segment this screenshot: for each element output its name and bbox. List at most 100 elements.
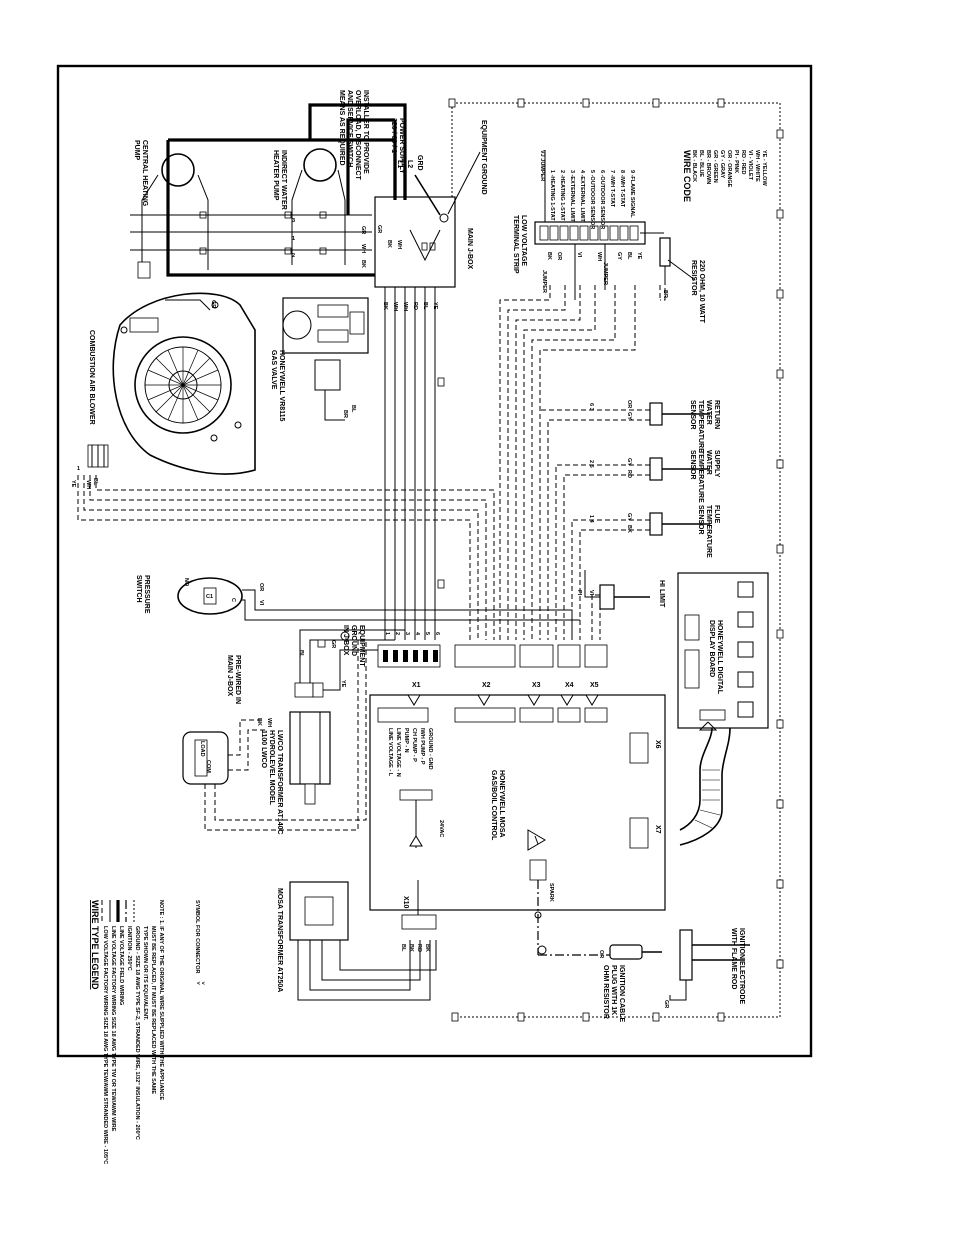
- mosa-control: 1 2 3 4 5 6 X1 X2 X3 X4 X5: [369, 632, 666, 911]
- svg-text:YE - YELLOW: YE - YELLOW: [761, 150, 767, 186]
- svg-text:OR: OR: [598, 950, 604, 958]
- svg-text:1: 1: [292, 236, 295, 242]
- svg-text:CENTRAL HEATING PUMP: CENTRAL HEATING PUMP: [133, 140, 148, 208]
- low-voltage-harness: YE WH BL: [70, 285, 661, 640]
- central-heating-pump: CENTRAL HEATING PUMP: [133, 140, 209, 270]
- svg-text:3: 3: [292, 218, 295, 224]
- lwco-transformer: LWCO TRANSFORMER AT140C HYDROLEVEL MODEL…: [260, 711, 331, 837]
- svg-text:YE: YE: [70, 480, 76, 488]
- svg-text:X3: X3: [532, 682, 541, 689]
- svg-text:BL: BL: [350, 405, 356, 413]
- svg-text:POWER SUPPLY 120 / 60 /: POWER SUPPLY 120 / 60 / 1: [390, 118, 405, 176]
- ground-wiring: [437, 98, 784, 1022]
- flue-temperature-sensor: 1 4 GY BK FLUE TEMPERATURE SENSOR: [588, 505, 720, 558]
- svg-text:IGNITION - 250°C: IGNITION - 250°C: [126, 926, 132, 971]
- gas-valve: HONEYWELL VR8115 GAS VALVE BR BL: [270, 297, 369, 422]
- svg-text:MAIN J-BOX: MAIN J-BOX: [466, 228, 473, 270]
- svg-text:BL: BL: [92, 478, 98, 486]
- svg-text:HONEYWELL MOSA GAS/BOIL: HONEYWELL MOSA GAS/BOIL CONTROL: [490, 770, 505, 841]
- svg-text:PI: PI: [576, 590, 582, 596]
- svg-text:INDIRECT WATER HEATER PU: INDIRECT WATER HEATER PUMP: [272, 150, 287, 212]
- svg-text:WH: WH: [360, 244, 366, 253]
- ignition-electrode: GR IGNITION ELECTRODE WITH FLAME ROD: [663, 928, 750, 1008]
- svg-text:6 -OUTDOOR SENSOR: 6 -OUTDOOR SENSOR: [599, 170, 605, 229]
- svg-text:GY: GY: [616, 252, 622, 260]
- svg-text:BK: BK: [408, 944, 414, 952]
- svg-text:EQUIPMENT GROUND I: EQUIPMENT GROUND IN J-BOX: [342, 625, 365, 669]
- svg-text:BK: BK: [546, 252, 552, 260]
- svg-text:BL: BL: [298, 650, 304, 658]
- svg-text:RD: RD: [412, 302, 418, 310]
- svg-text:NO: NO: [183, 578, 189, 587]
- svg-text:BK: BK: [626, 525, 632, 533]
- svg-text:YE: YE: [340, 680, 346, 688]
- equipment-ground-jbox: EQUIPMENT GROUND IN J-BOX GR: [317, 625, 365, 669]
- svg-text:BK: BK: [424, 944, 430, 952]
- svg-text:GY - GRAY: GY - GRAY: [719, 150, 725, 178]
- svg-text:X4: X4: [565, 682, 574, 689]
- svg-text:GY: GY: [626, 412, 632, 420]
- svg-text:WIRE CODE: WIRE CODE: [682, 150, 692, 202]
- svg-text:C: C: [230, 598, 236, 602]
- svg-text:WH: WH: [392, 302, 398, 311]
- svg-text:YE: YE: [432, 302, 438, 310]
- svg-text:LWCO TRANSFORMER AT140C: LWCO TRANSFORMER AT140C HYDROLEVEL MODEL…: [260, 730, 283, 837]
- svg-text:9 -FLAME SIGNAL: 9 -FLAME SIGNAL: [629, 170, 635, 218]
- svg-text:BK: BK: [386, 240, 392, 248]
- svg-text:X6: X6: [654, 740, 661, 749]
- resistor: 220 OHM, 10 WATT RESISTOR BR: [640, 232, 705, 324]
- svg-text:BR - BROWN: BR - BROWN: [705, 150, 711, 184]
- svg-text:X1: X1: [412, 682, 421, 689]
- svg-text:MOSA TRANSFORMER AT250A: MOSA TRANSFORMER AT250A: [276, 888, 283, 992]
- svg-text:6: 6: [434, 632, 440, 635]
- svg-text:OR - ORANGE: OR - ORANGE: [726, 150, 732, 188]
- svg-text:BR: BR: [662, 290, 668, 298]
- svg-text:BR: BR: [342, 410, 348, 418]
- svg-text:X7: X7: [654, 825, 661, 834]
- svg-text:JUMPER: JUMPER: [602, 262, 608, 285]
- svg-text:IGNITION CABLE PLUG WITH: IGNITION CABLE PLUG WITH 1K OHM RESISTOR: [602, 965, 625, 1024]
- svg-text:3 -EXTERNAL LIMIT: 3 -EXTERNAL LIMIT: [569, 170, 575, 222]
- svg-text:LINE VOLTAGE FACTORY WIRING SI: LINE VOLTAGE FACTORY WIRING SIZE 18 AWG …: [110, 926, 116, 1132]
- svg-text:C1: C1: [206, 594, 213, 600]
- svg-text:IWH PUMP - P: IWH PUMP - P: [419, 728, 425, 765]
- svg-text:GY: GY: [626, 458, 632, 466]
- svg-text:VI: VI: [576, 252, 582, 258]
- svg-text:PI - PINK: PI - PINK: [733, 150, 739, 173]
- diagram-frame: [56, 64, 813, 1058]
- svg-text:PRE-WIRED IN MAIN J-BOX: PRE-WIRED IN MAIN J-BOX: [226, 655, 241, 706]
- svg-text:GR: GR: [376, 225, 382, 233]
- svg-text:3: 3: [404, 632, 410, 635]
- combustion-air-blower: COMBUSTION AIR BLOWER GR: [88, 292, 256, 475]
- svg-text:L1: L1: [396, 160, 403, 168]
- svg-text:YE: YE: [636, 252, 642, 260]
- mosa-transformer: MOSA TRANSFORMER AT250A X10 BL BK RD BK: [276, 880, 437, 1001]
- svg-text:SYMBOL FOR CONNECTOR: SYMBOL FOR CONNECTOR: [194, 900, 200, 973]
- svg-text:HONEYWELL DIGITAL DISPLA: HONEYWELL DIGITAL DISPLAY BOARD: [708, 620, 723, 696]
- svg-text:WH: WH: [266, 718, 272, 727]
- svg-text:GR - GREEN: GR - GREEN: [712, 150, 718, 183]
- svg-text:BL: BL: [422, 302, 428, 310]
- svg-text:PUMP - N: PUMP - N: [403, 728, 409, 753]
- svg-text:BL: BL: [626, 252, 632, 260]
- svg-text:NOTE : 1. IF ANY OF THE ORIGIN: NOTE : 1. IF ANY OF THE ORIGINAL WIRE SU…: [142, 900, 164, 1102]
- line-voltage-harness: BK WH WH RD BL YE: [382, 287, 438, 640]
- svg-text:VI - VIOLET: VI - VIOLET: [747, 150, 753, 181]
- svg-text:WH: WH: [402, 302, 408, 311]
- svg-text:LOW VOLTAGE TERMINAL STR: LOW VOLTAGE TERMINAL STRIP: [512, 215, 527, 274]
- svg-text:8 -IWH T-STAT: 8 -IWH T-STAT: [619, 170, 625, 208]
- svg-text:BK: BK: [360, 260, 366, 268]
- svg-text:GROUND - GND: GROUND - GND: [427, 728, 433, 770]
- svg-text:INSTALLER TO PROVIDE OVE: INSTALLER TO PROVIDE OVERLOAD, DISCONNEC…: [338, 90, 369, 182]
- power-supply: L1 L2 GRD POWER SUPPLY 120 / 60 / 1 INST…: [338, 90, 487, 216]
- svg-text:OR: OR: [626, 400, 632, 408]
- svg-text:CH PUMP - P: CH PUMP - P: [411, 728, 417, 762]
- svg-text:GR: GR: [663, 1000, 669, 1008]
- svg-text:PRESSURE SWITCH: PRESSURE SWITCH: [135, 575, 150, 615]
- svg-text:BK: BK: [256, 718, 262, 726]
- svg-text:VI: VI: [258, 600, 264, 606]
- svg-text:IGNITION ELECTRODE WITH: IGNITION ELECTRODE WITH FLAME ROD: [730, 928, 745, 1006]
- svg-text:RD: RD: [416, 944, 422, 952]
- pump-wires: 3 2 1 GR WH BK: [130, 214, 372, 268]
- svg-text:BL: BL: [400, 944, 406, 952]
